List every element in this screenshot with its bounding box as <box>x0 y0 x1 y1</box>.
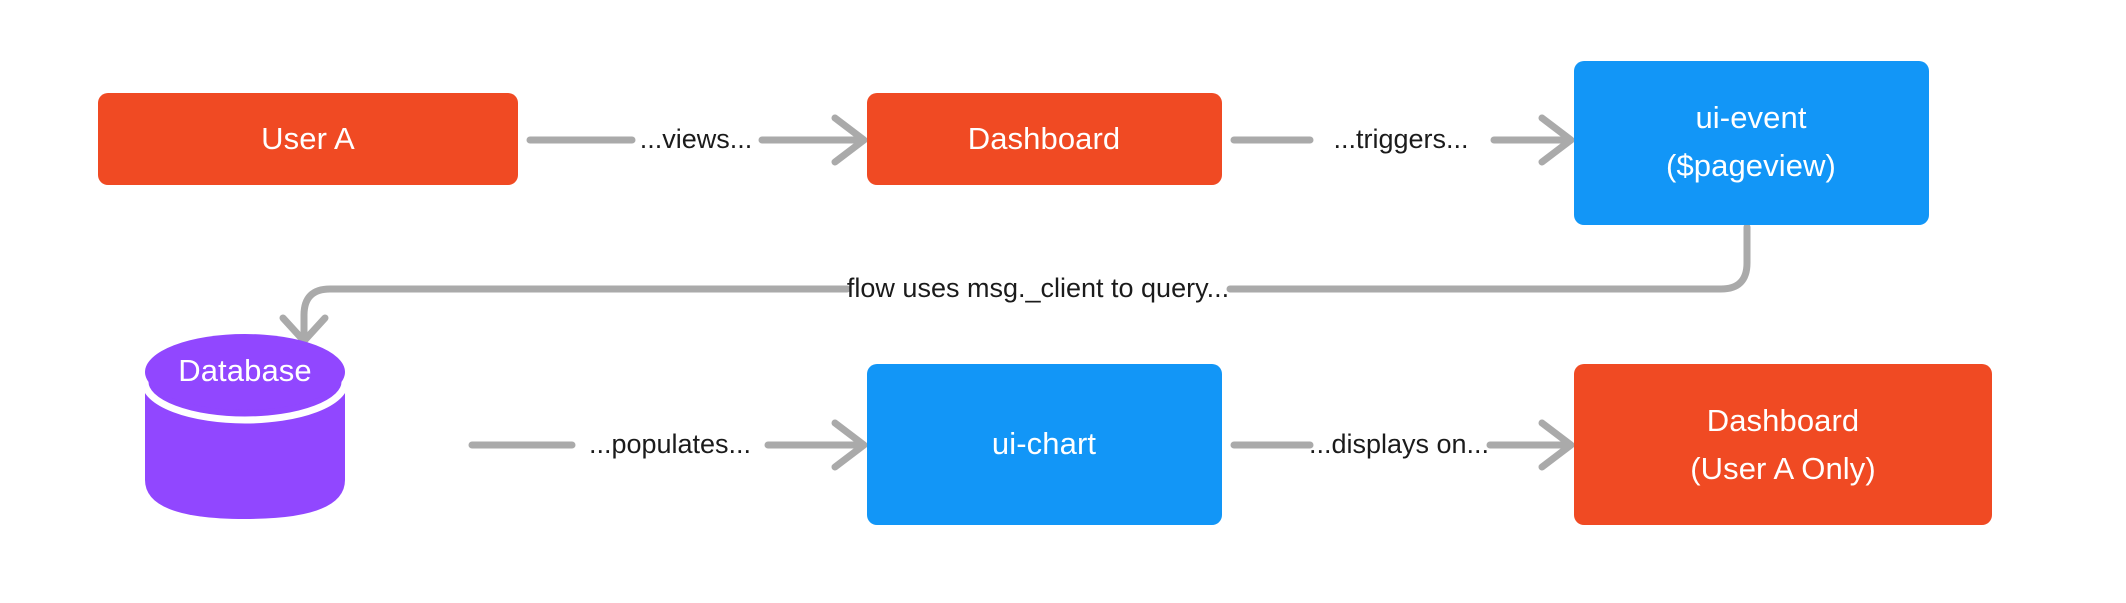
node-dashboard-bottom[interactable]: Dashboard (User A Only) <box>1574 364 1992 525</box>
edge-label-populates: ...populates... <box>589 429 751 459</box>
edge-arrowhead-displays <box>1538 419 1575 471</box>
edge-arrowhead-populates <box>831 419 868 471</box>
edge-database-to-ui-chart: ...populates... <box>468 419 868 471</box>
edge-line-left-segment <box>300 285 851 344</box>
node-ui-chart-label: ui-chart <box>992 426 1096 461</box>
edge-ui-chart-to-dashboard-bottom: ...displays on... <box>1230 419 1575 471</box>
edge-arrowhead-triggers <box>1538 114 1575 166</box>
node-dashboard-bottom-label-line1: Dashboard <box>1707 403 1860 438</box>
edge-label-triggers: ...triggers... <box>1333 124 1468 154</box>
node-ui-event-label-line1: ui-event <box>1695 100 1806 135</box>
node-ui-event[interactable]: ui-event ($pageview) <box>1574 61 1929 225</box>
node-user-a[interactable]: User A <box>98 93 518 185</box>
node-dashboard-bottom-box[interactable] <box>1574 364 1992 525</box>
node-ui-chart[interactable]: ui-chart <box>867 364 1222 525</box>
node-dashboard-top-box[interactable] <box>867 93 1222 185</box>
edge-label-displays: ...displays on... <box>1309 429 1489 459</box>
node-dashboard-top-label: Dashboard <box>968 121 1121 156</box>
node-user-a-label: User A <box>261 121 355 156</box>
edge-label-query: flow uses msg._client to query... <box>847 273 1229 303</box>
node-ui-chart-box[interactable] <box>867 364 1222 525</box>
edge-arrowhead-views <box>831 114 868 166</box>
edge-line-right-segment <box>1226 223 1751 293</box>
edge-user-a-to-dashboard: ...views... <box>526 114 868 166</box>
edge-label-views: ...views... <box>640 124 753 154</box>
edge-ui-event-to-database: flow uses msg._client to query... <box>279 223 1751 345</box>
edge-dashboard-to-ui-event: ...triggers... <box>1230 114 1575 166</box>
node-database[interactable]: Database <box>141 334 349 519</box>
node-ui-event-label-line2: ($pageview) <box>1666 148 1836 183</box>
edge-arrowhead-down <box>279 314 329 345</box>
node-dashboard-top[interactable]: Dashboard <box>867 93 1222 185</box>
node-user-a-box[interactable] <box>98 93 518 185</box>
node-database-label: Database <box>178 353 312 388</box>
node-database-top-cap[interactable] <box>145 334 345 410</box>
node-dashboard-bottom-label-line2: (User A Only) <box>1690 451 1876 486</box>
node-ui-event-box[interactable] <box>1574 61 1929 225</box>
